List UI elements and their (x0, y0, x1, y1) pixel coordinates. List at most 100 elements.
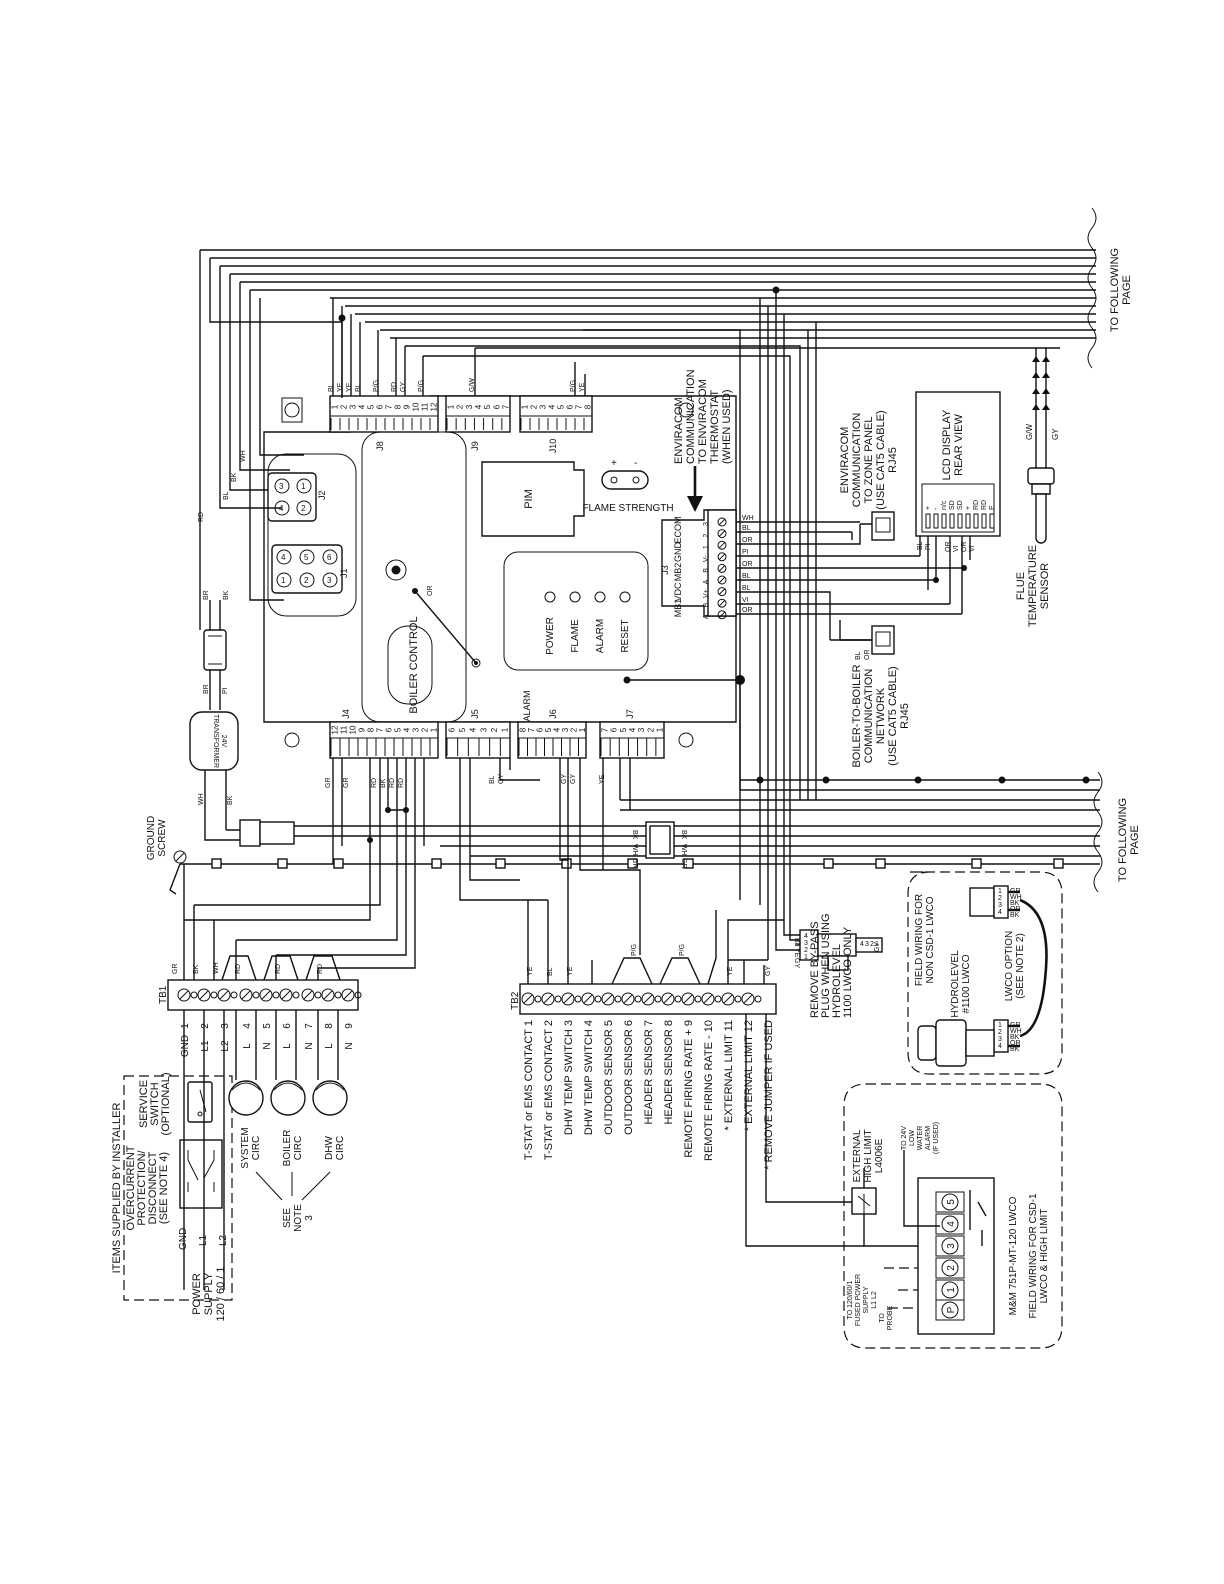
j8pins-pin-9: 9 (403, 404, 412, 409)
bypass-pin-2: 2 (804, 947, 808, 954)
lwco-option-2: (SEE NOTE 2) (1015, 933, 1026, 999)
mm-term-1: 1 (946, 1287, 957, 1293)
tb1-wire-bk: BK (193, 964, 200, 974)
mm-term-P: P (946, 1306, 957, 1313)
svg-text:2: 2 (304, 576, 309, 585)
to-24v-3: WATER (917, 1126, 924, 1151)
tb2-wire-ye-3: YE (727, 966, 734, 976)
high-limit-2: HIGH LIMIT (863, 1129, 874, 1182)
env-zone-5: RJ45 (887, 447, 899, 473)
j9pins-pin-1: 1 (447, 404, 456, 409)
tb2-term-1: T-STAT or EMS CONTACT 1 (523, 1020, 535, 1160)
j8pins-pin-7: 7 (385, 404, 394, 409)
bypass-wire-bl: BL (793, 938, 800, 947)
j1-label: J1 (339, 568, 349, 578)
tb1-num-6: 6 (282, 1023, 293, 1029)
tx-wire-wh: WH (198, 793, 205, 805)
lwco-top-pin-4: 4 (998, 909, 1002, 916)
tx-wire-pi: PI (222, 687, 229, 694)
j10pins-pin-5: 5 (557, 404, 566, 409)
tb2-wire-gy: GY (765, 966, 772, 976)
tb1-term-3: L2 (220, 1040, 231, 1052)
supply-l1: L1 (198, 1234, 209, 1246)
dhw-circ-2: CIRC (335, 1136, 346, 1160)
bypass-wire-gy-1: GY (793, 958, 800, 968)
to-probe-1: TO (879, 1313, 886, 1323)
tb2-wire-ye-1: YE (527, 966, 534, 976)
lwco-top-wire-3: OR (1010, 906, 1021, 913)
circulators: SYSTEM CIRC BOILER CIRC DHW CIRC SEE NOT… (228, 1010, 348, 1232)
j7pins-pin-1: 1 (655, 727, 664, 732)
tb2-term-5: OUTDOOR SENSOR 5 (603, 1020, 615, 1135)
j10-wire-ye: YE (579, 382, 586, 392)
items-supplied-title: ITEMS SUPPLIED BY INSTALLER (111, 1103, 123, 1274)
led-label-power: POWER (545, 617, 556, 655)
svg-text:6: 6 (327, 553, 332, 562)
tb1-num-2: 2 (200, 1023, 211, 1029)
sensor-wire-gy: GY (1051, 428, 1060, 440)
power-supply-3: 120 / 60 / 1 (215, 1266, 227, 1321)
j8-wire-ye-2: YE (346, 382, 353, 392)
lwco-top-pin-1: 1 (998, 888, 1002, 895)
env-thermo-2: COMMUNICATION (685, 369, 697, 464)
bypass-pin-3: 3 (804, 940, 808, 947)
field-wiring-non-csd-2: NON CSD-1 LWCO (925, 896, 936, 983)
j5pins-pin-5: 5 (458, 727, 467, 732)
flame-minus-label: - (634, 458, 637, 469)
j8pins-pin-11: 11 (421, 402, 430, 411)
j4-wire-rd-3: RD (398, 778, 405, 788)
env-zone-4: (USE CAT5 CABLE) (875, 410, 887, 509)
lwco-bot-wire-4: BK (1010, 1046, 1020, 1053)
lcd-wire-vi-2: VI (969, 545, 976, 552)
lwco-top-wire-2: BK (1010, 900, 1020, 907)
transformer: RD BR BK BR PI TRANSFORMER 24V WH BK (189, 512, 1100, 847)
j4pins-pin-3: 3 (412, 727, 421, 732)
j9pins-pin-4: 4 (474, 404, 483, 409)
led-label-alarm: ALARM (595, 619, 606, 653)
bottom-harness-wires (180, 675, 1100, 869)
j10pins-pin-4: 4 (548, 404, 557, 409)
or-wire-label: OR (427, 586, 434, 597)
bypass-note-2: HYDROLEVEL (831, 944, 843, 1018)
j10-label: J10 (548, 439, 558, 454)
j8pins-pin-1: 1 (331, 404, 340, 409)
lwco-bot-pin-2: 2 (998, 1029, 1002, 1036)
lcd-pin-6: RD (973, 500, 980, 510)
tb1-label: TB1 (158, 985, 169, 1004)
j3-wire-8: OR (742, 607, 753, 614)
tb2-wire-pg-1: P/G (631, 944, 638, 956)
j4pins-pin-9: 9 (358, 727, 367, 732)
j8pins-pin-10: 10 (412, 402, 421, 411)
power-supply-1: POWER (191, 1273, 203, 1315)
j8-wire-labels: BL YE YE BL P/G RD GY P/G G/W P/G YE (328, 378, 586, 392)
tb1-wire-rd-3: RD (317, 964, 324, 974)
lwco-top-wire-4: BK (1010, 912, 1020, 919)
flame-strength-label: FLAME STRENGTH (582, 503, 673, 514)
plug-wire-wh-2: WH (680, 844, 687, 856)
j6pins-pin-3: 3 (561, 727, 570, 732)
env-thermo-3: TO ENVIRACOM (697, 379, 709, 464)
transformer-voltage: 24V (220, 735, 227, 748)
lcd-pin-8: E (989, 505, 996, 510)
j10pins-pin-7: 7 (575, 404, 584, 409)
j4pins-pin-4: 4 (403, 727, 412, 732)
j8pins-pin-12: 12 (430, 402, 439, 411)
high-limit-1: EXTERNAL (852, 1129, 863, 1182)
j3-pin-8: A (703, 614, 710, 619)
reset-button[interactable] (619, 591, 631, 603)
j6pins-pin-8: 8 (518, 727, 527, 732)
j8pins-pin-6: 6 (376, 404, 385, 409)
to-following-page-top: TO FOLLOWING PAGE (1087, 207, 1133, 369)
rj45-lower-wire-or: OR (864, 650, 871, 661)
sensor-wire-gw: G/W (1025, 424, 1034, 440)
j2-wire-wh: WH (240, 450, 247, 462)
j8-wire-pg-1: P/G (373, 380, 380, 392)
system-circ-1: SYSTEM (240, 1127, 251, 1168)
boiler-to-boiler-note: BOILER-TO-BOILER COMMUNICATION NETWORK (… (851, 664, 911, 767)
field-wiring-non-csd-1: FIELD WIRING FOR (914, 894, 925, 986)
harness-plug: BK WH GR BK WH GR (631, 821, 687, 869)
j2-wire-bl: BL (223, 491, 230, 500)
tb2-wire-ye-2: YE (567, 966, 574, 976)
